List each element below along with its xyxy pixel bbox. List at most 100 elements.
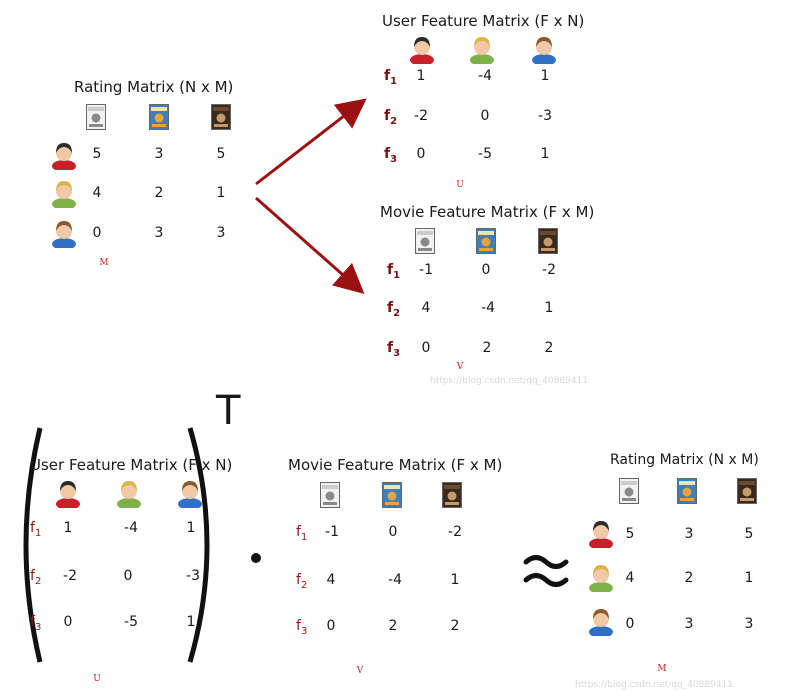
- cell: -4: [388, 572, 402, 588]
- feature-label-f1: f1: [30, 520, 42, 539]
- cell: 0: [388, 524, 398, 540]
- top-user-features-title: User Feature Matrix (F x N): [382, 12, 585, 30]
- movie-poster-2-icon: [476, 228, 496, 258]
- matrix-tag: V: [356, 666, 364, 676]
- cell: 1: [186, 614, 196, 630]
- user-female-icon: [409, 34, 435, 68]
- transpose-symbol: T: [216, 388, 241, 434]
- movie-poster-1-icon: [320, 482, 340, 512]
- bottom-rating-title: Rating Matrix (N x M): [610, 452, 759, 468]
- movie-poster-3-icon: [211, 104, 231, 134]
- cell: -2: [63, 568, 77, 584]
- approx-symbol: [523, 555, 569, 587]
- feature-label-f1: f1: [296, 524, 308, 543]
- cell: 3: [216, 225, 226, 241]
- cell: 2: [482, 340, 492, 356]
- cell: 1: [416, 68, 426, 84]
- bottom-user-features-title: User Feature Matrix (F x N): [30, 456, 233, 474]
- cell: 1: [450, 572, 460, 588]
- user-male-icon: [531, 34, 557, 68]
- cell: -5: [124, 614, 138, 630]
- cell: -2: [448, 524, 462, 540]
- cell: 0: [421, 340, 431, 356]
- movie-poster-3-icon: [538, 228, 558, 258]
- cell: 0: [123, 568, 133, 584]
- left-bracket: [23, 427, 43, 663]
- movie-poster-3-icon: [737, 478, 757, 508]
- cell: 0: [480, 108, 490, 124]
- user-blonde-icon: [588, 562, 614, 596]
- watermark: https://blog.csdn.net/qq_40889411: [575, 680, 734, 690]
- user-female-icon: [51, 140, 77, 174]
- cell: 2: [154, 185, 164, 201]
- cell: -1: [325, 524, 339, 540]
- cell: 2: [684, 570, 694, 586]
- cell: -4: [481, 300, 495, 316]
- feature-label-f2: f2: [384, 108, 398, 127]
- user-male-icon: [588, 606, 614, 640]
- cell: 3: [684, 526, 694, 542]
- cell: 4: [625, 570, 635, 586]
- user-blonde-icon: [51, 178, 77, 212]
- bottom-movie-features-title: Movie Feature Matrix (F x M): [288, 456, 503, 474]
- user-female-icon: [55, 478, 81, 512]
- feature-label-f1: f1: [387, 262, 401, 281]
- cell: 1: [216, 185, 226, 201]
- feature-label-f1: f1: [384, 68, 398, 87]
- cell: 0: [326, 618, 336, 634]
- cell: 1: [186, 520, 196, 536]
- matrix-tag: U: [93, 674, 101, 684]
- feature-label-f2: f2: [296, 572, 308, 591]
- top-movie-features-title: Movie Feature Matrix (F x M): [380, 203, 595, 221]
- watermark: https://blog.csdn.net/qq_40889411: [430, 376, 589, 386]
- cell: 2: [388, 618, 398, 634]
- cell: 1: [540, 146, 550, 162]
- movie-poster-1-icon: [415, 228, 435, 258]
- feature-label-f3: f3: [384, 146, 398, 165]
- cell: 0: [63, 614, 73, 630]
- feature-label-f3: f3: [296, 618, 308, 637]
- top-rating-title: Rating Matrix (N x M): [74, 78, 234, 96]
- user-blonde-icon: [469, 34, 495, 68]
- movie-poster-2-icon: [149, 104, 169, 134]
- movie-poster-1-icon: [619, 478, 639, 508]
- feature-label-f2: f2: [30, 568, 42, 587]
- cell: 3: [744, 616, 754, 632]
- feature-label-f3: f3: [30, 614, 42, 633]
- user-male-icon: [177, 478, 203, 512]
- cell: 5: [744, 526, 754, 542]
- cell: 0: [416, 146, 426, 162]
- cell: 4: [92, 185, 102, 201]
- matrix-tag: M: [657, 664, 667, 674]
- cell: -4: [478, 68, 492, 84]
- cell: -2: [542, 262, 556, 278]
- cell: 2: [450, 618, 460, 634]
- cell: -1: [419, 262, 433, 278]
- cell: 3: [154, 225, 164, 241]
- user-blonde-icon: [116, 478, 142, 512]
- cell: 5: [625, 526, 635, 542]
- cell: 1: [63, 520, 73, 536]
- matrix-tag: U: [456, 180, 464, 190]
- movie-poster-2-icon: [677, 478, 697, 508]
- cell: 3: [684, 616, 694, 632]
- feature-label-f2: f2: [387, 300, 401, 319]
- cell: 0: [92, 225, 102, 241]
- arrow-to-user-features: [255, 98, 367, 186]
- cell: 3: [154, 146, 164, 162]
- matrix-tag: M: [99, 258, 109, 268]
- right-bracket: [187, 427, 210, 663]
- cell: 1: [744, 570, 754, 586]
- cell: 5: [92, 146, 102, 162]
- cell: 0: [625, 616, 635, 632]
- cell: 5: [216, 146, 226, 162]
- cell: 0: [481, 262, 491, 278]
- dot-operator: [251, 553, 261, 563]
- cell: -3: [538, 108, 552, 124]
- movie-poster-2-icon: [382, 482, 402, 512]
- matrix-tag: V: [456, 362, 464, 372]
- cell: 1: [544, 300, 554, 316]
- feature-label-f3: f3: [387, 340, 401, 359]
- user-female-icon: [588, 518, 614, 552]
